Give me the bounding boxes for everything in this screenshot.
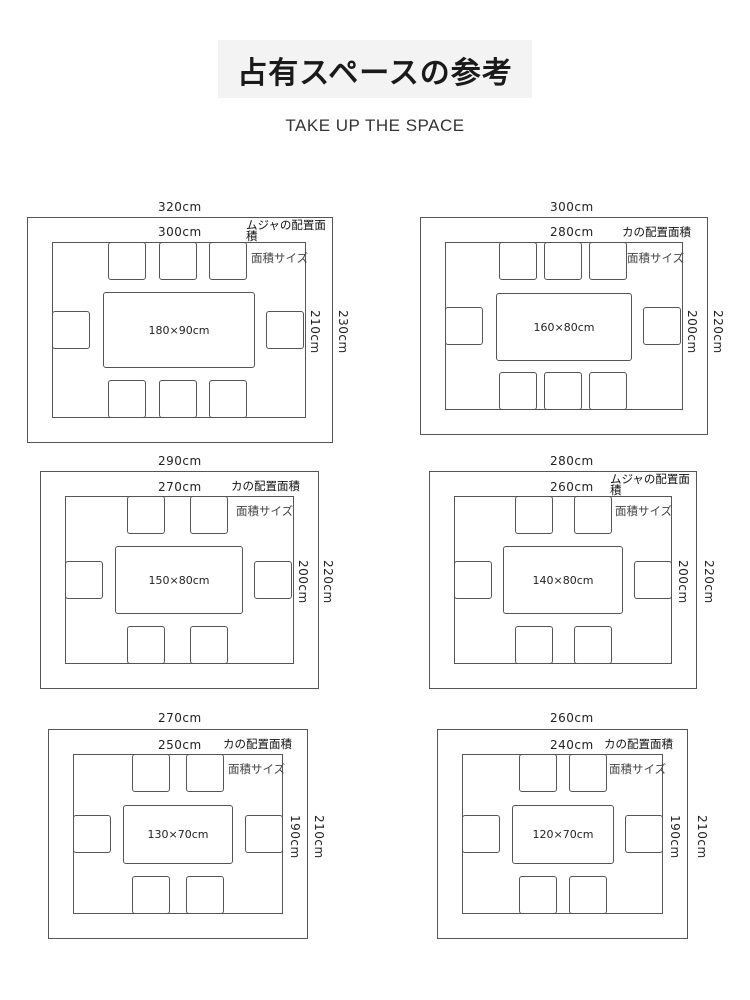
- outer-width-label: 260cm: [550, 711, 594, 725]
- chair: [190, 496, 228, 534]
- outer-width-label: 280cm: [550, 454, 594, 468]
- chair: [127, 626, 165, 664]
- size-note-label: 面積サイズ: [236, 504, 294, 518]
- outer-width-label: 290cm: [158, 454, 202, 468]
- area-note-label: カの配置面積: [231, 479, 300, 493]
- inner-width-label: 280cm: [550, 225, 594, 239]
- outer-height-label: 220cm: [321, 560, 335, 604]
- chair: [132, 876, 170, 914]
- chair: [159, 380, 197, 418]
- inner-height-label: 200cm: [676, 560, 690, 604]
- outer-area: [420, 217, 708, 435]
- chair: [515, 496, 553, 534]
- outer-area: [40, 471, 319, 689]
- inner-width-label: 270cm: [158, 480, 202, 494]
- area-note-label: カの配置面積: [622, 225, 691, 239]
- chair: [519, 876, 557, 914]
- dining-table: 160×80cm: [496, 293, 632, 361]
- chair: [254, 561, 292, 599]
- page-subtitle: TAKE UP THE SPACE: [285, 116, 465, 135]
- chair: [132, 754, 170, 792]
- chair: [643, 307, 681, 345]
- area-note-label: カの配置面積: [604, 737, 673, 751]
- outer-width-label: 320cm: [158, 200, 202, 214]
- chair: [108, 242, 146, 280]
- inner-width-label: 250cm: [158, 738, 202, 752]
- area-note-label: ムジャの配置面積: [610, 472, 690, 497]
- chair: [445, 307, 483, 345]
- size-note-label: 面積サイズ: [627, 251, 685, 265]
- chair: [127, 496, 165, 534]
- chair: [625, 815, 663, 853]
- dining-table: 140×80cm: [503, 546, 623, 614]
- chair: [159, 242, 197, 280]
- inner-height-label: 200cm: [296, 560, 310, 604]
- size-note-label: 面積サイズ: [615, 504, 673, 518]
- inner-width-label: 260cm: [550, 480, 594, 494]
- chair: [190, 626, 228, 664]
- chair: [209, 242, 247, 280]
- size-note-label: 面積サイズ: [251, 251, 309, 265]
- chair: [544, 372, 582, 410]
- outer-height-label: 210cm: [695, 815, 709, 859]
- chair: [108, 380, 146, 418]
- dining-table: 180×90cm: [103, 292, 255, 368]
- inner-width-label: 300cm: [158, 225, 202, 239]
- chair: [515, 626, 553, 664]
- inner-height-label: 190cm: [288, 815, 302, 859]
- area-note-label: ムジャの配置面積: [246, 218, 326, 243]
- inner-height-label: 210cm: [308, 310, 322, 354]
- outer-area: [437, 729, 688, 939]
- chair: [499, 372, 537, 410]
- chair: [519, 754, 557, 792]
- chair: [499, 242, 537, 280]
- chair: [266, 311, 304, 349]
- outer-width-label: 270cm: [158, 711, 202, 725]
- outer-area: [48, 729, 308, 939]
- chair: [634, 561, 672, 599]
- chair: [544, 242, 582, 280]
- chair: [186, 754, 224, 792]
- chair: [209, 380, 247, 418]
- outer-height-label: 220cm: [711, 310, 725, 354]
- inner-width-label: 240cm: [550, 738, 594, 752]
- outer-area: [27, 217, 333, 443]
- chair: [574, 496, 612, 534]
- size-note-label: 面積サイズ: [609, 762, 667, 776]
- outer-height-label: 230cm: [336, 310, 350, 354]
- outer-height-label: 210cm: [312, 815, 326, 859]
- dining-table: 150×80cm: [115, 546, 243, 614]
- outer-height-label: 220cm: [702, 560, 716, 604]
- chair: [569, 754, 607, 792]
- outer-width-label: 300cm: [550, 200, 594, 214]
- chair: [589, 242, 627, 280]
- inner-height-label: 200cm: [685, 310, 699, 354]
- chair: [245, 815, 283, 853]
- dining-table: 120×70cm: [512, 805, 614, 864]
- chair: [569, 876, 607, 914]
- area-note-label: カの配置面積: [223, 737, 292, 751]
- title-banner: 占有スペースの参考: [218, 40, 532, 98]
- chair: [52, 311, 90, 349]
- chair: [589, 372, 627, 410]
- page-title: 占有スペースの参考: [237, 56, 513, 91]
- chair: [574, 626, 612, 664]
- inner-height-label: 190cm: [668, 815, 682, 859]
- size-note-label: 面積サイズ: [228, 762, 286, 776]
- chair: [73, 815, 111, 853]
- chair: [462, 815, 500, 853]
- outer-area: [429, 471, 697, 689]
- chair: [65, 561, 103, 599]
- chair: [454, 561, 492, 599]
- dining-table: 130×70cm: [123, 805, 233, 864]
- chair: [186, 876, 224, 914]
